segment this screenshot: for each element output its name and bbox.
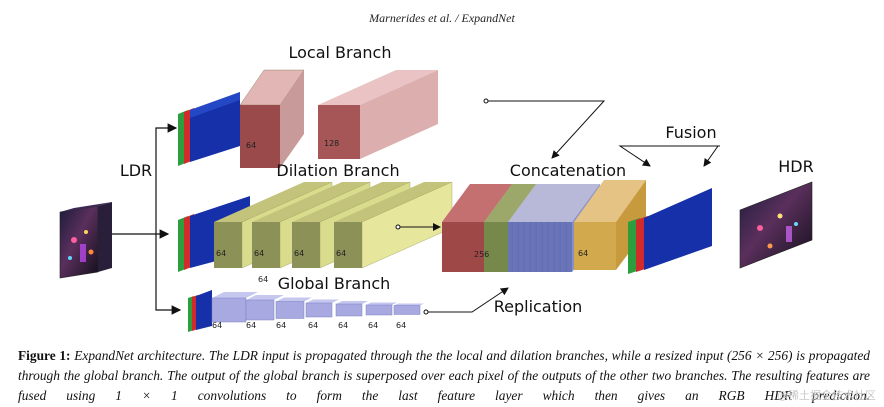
global-layer-block-7 <box>393 303 424 315</box>
global-size-2: 64 <box>246 321 256 330</box>
global-size-1: 64 <box>212 321 222 330</box>
dilation-layer-blocks <box>214 181 453 269</box>
global-layer-block-6 <box>365 302 397 316</box>
global-layer-block-1 <box>211 292 258 323</box>
dilation-size-labels: 64 64 64 64 64 <box>216 249 346 284</box>
dilation-size-1: 64 <box>216 249 226 258</box>
figure-caption: Figure 1: ExpandNet architecture. The LD… <box>18 346 870 406</box>
local-layer-block-2 <box>318 70 438 159</box>
global-layer-blocks <box>211 292 424 323</box>
caption-label: Figure 1: <box>18 348 71 363</box>
expandnet-architecture-diagram: Marnerides et al. / ExpandNet LDR Local … <box>59 11 814 332</box>
dilation-layer-block-4 <box>334 181 453 269</box>
local-layer-block-1 <box>239 69 305 168</box>
running-header: Marnerides et al. / ExpandNet <box>368 11 515 25</box>
global-layer-block-4 <box>305 299 339 318</box>
output-feature-stack <box>628 188 712 274</box>
hdr-label: HDR <box>778 157 813 176</box>
global-size-labels: 64 64 64 64 64 64 64 <box>212 321 406 330</box>
local-size-2: 128 <box>324 139 339 148</box>
global-size-5: 64 <box>338 321 348 330</box>
fusion-arrows <box>618 145 720 167</box>
global-branch-input-stack <box>188 290 212 332</box>
input-branch-arrows <box>112 123 182 315</box>
global-layer-block-3 <box>275 297 312 319</box>
local-size-1: 64 <box>246 141 256 150</box>
fusion-size: 64 <box>578 249 588 258</box>
dilation-branch-label: Dilation Branch <box>276 161 399 180</box>
local-branch-input-stack <box>178 92 240 166</box>
fusion-label: Fusion <box>665 123 716 142</box>
hdr-output-image <box>739 181 813 269</box>
global-layer-block-5 <box>335 301 368 317</box>
concat-arrows <box>395 98 606 315</box>
global-size-4: 64 <box>308 321 318 330</box>
local-branch-label: Local Branch <box>289 43 392 62</box>
global-layer-block-2 <box>245 295 284 321</box>
concatenation-label: Concatenation <box>510 161 626 180</box>
ldr-input-image <box>59 202 112 279</box>
caption-text: ExpandNet architecture. The LDR input is… <box>18 348 871 403</box>
dilation-size-4: 64 <box>336 249 346 258</box>
dilation-size-2: 64 <box>254 249 264 258</box>
replication-label: Replication <box>494 297 583 316</box>
concatenation-block <box>442 184 600 272</box>
concatenation-size: 256 <box>474 250 489 259</box>
global-branch-label: Global Branch <box>278 274 391 293</box>
global-size-3: 64 <box>276 321 286 330</box>
global-size-6: 64 <box>368 321 378 330</box>
ldr-label: LDR <box>120 161 152 180</box>
watermark-text: @稀土掘金技术社区 <box>777 389 876 402</box>
global-size-7: 64 <box>396 321 406 330</box>
dilation-size-3: 64 <box>294 249 304 258</box>
dilation-size-5: 64 <box>258 275 268 284</box>
